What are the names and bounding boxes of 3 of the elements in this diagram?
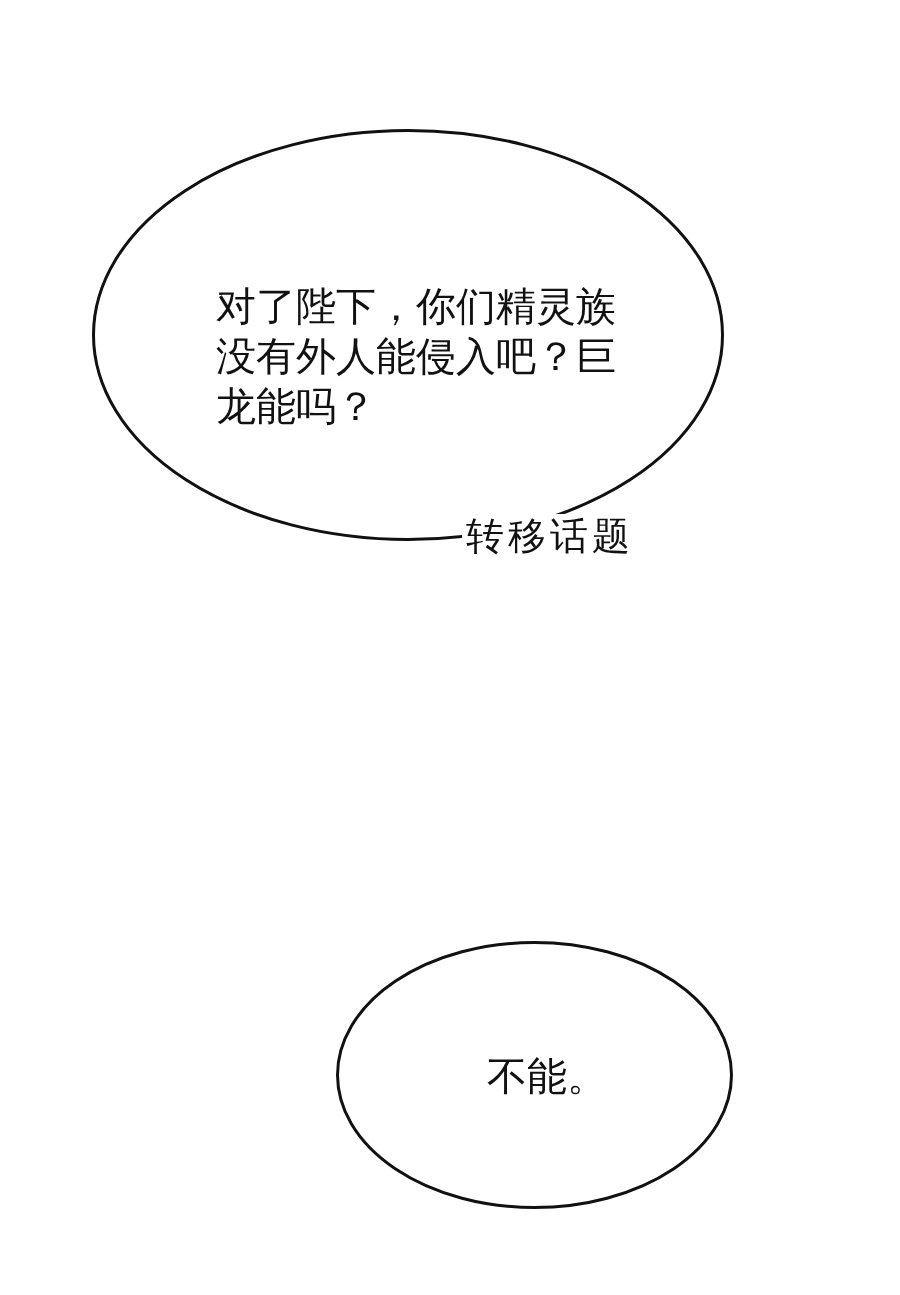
speech-text: 不能。 bbox=[487, 1052, 608, 1101]
speech-bubble bbox=[336, 941, 733, 1209]
speech-text: 对了陛下，你们精灵族没有外人能侵入吧？巨龙能吗？ bbox=[216, 282, 617, 431]
